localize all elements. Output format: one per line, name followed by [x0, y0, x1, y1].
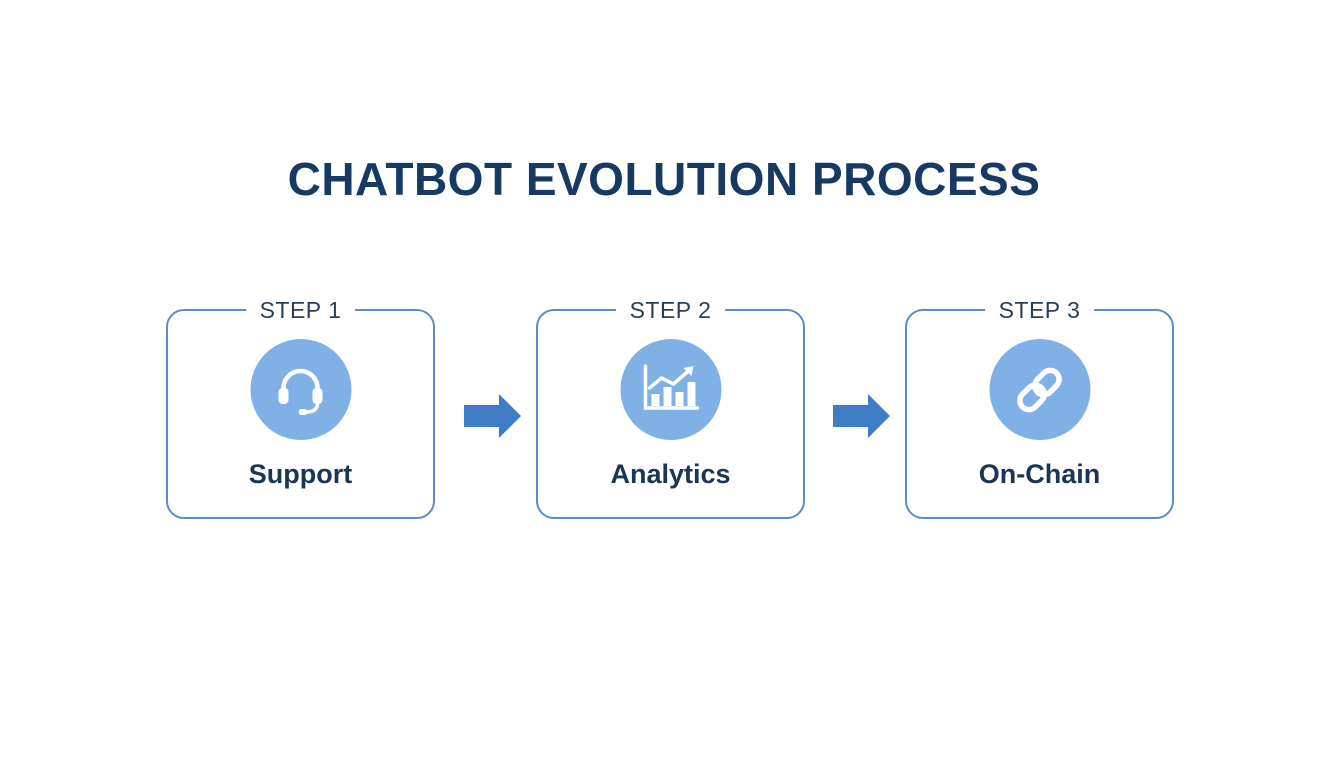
- step-2-label: STEP 2: [615, 295, 726, 325]
- step-3-name: On-Chain: [978, 459, 1101, 489]
- arrow-right-icon: [464, 394, 521, 438]
- step-1-box: STEP 1 Support: [166, 295, 435, 519]
- diagram-title: CHATBOT EVOLUTION PROCESS: [287, 153, 1041, 205]
- bar-chart-icon: [620, 339, 721, 440]
- step-2-name: Analytics: [610, 459, 731, 489]
- chain-link-icon: [989, 339, 1090, 440]
- step-3-box: STEP 3 On-Chain: [905, 295, 1174, 519]
- step-1-name: Support: [248, 459, 353, 489]
- step-2-box: STEP 2 Analytics: [536, 295, 805, 519]
- headset-icon: [250, 339, 351, 440]
- step-1-label: STEP 1: [245, 295, 356, 325]
- arrow-right-icon: [833, 394, 890, 438]
- step-3-label: STEP 3: [984, 295, 1095, 325]
